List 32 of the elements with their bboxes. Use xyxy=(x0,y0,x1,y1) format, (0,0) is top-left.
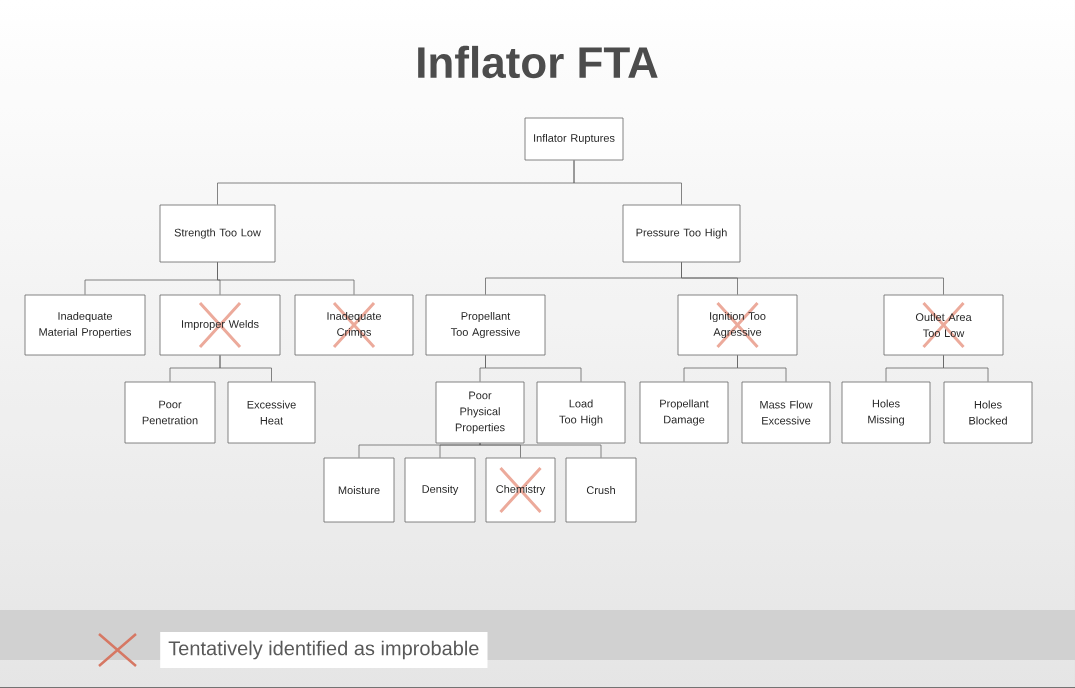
connector-line xyxy=(485,355,582,382)
fault-box: Mass Flow Excessive xyxy=(741,381,831,444)
fault-box: Crush xyxy=(565,457,637,523)
fault-box: Improper Welds xyxy=(159,294,281,356)
fault-box: Moisture xyxy=(323,457,395,523)
connector-line xyxy=(439,443,481,458)
fault-box: Inflator Ruptures xyxy=(524,117,624,161)
connector-line xyxy=(573,160,682,205)
connector-line xyxy=(737,355,787,382)
fault-box: Poor Physical Properties xyxy=(435,381,525,444)
fault-box: Propellant Damage xyxy=(639,381,729,444)
connector-line xyxy=(681,262,944,295)
fault-box: Density xyxy=(404,457,476,523)
fault-box: Pressure Too High xyxy=(622,204,741,263)
legend-text: Tentatively identified as improbable xyxy=(160,632,488,668)
fault-box: Load Too High xyxy=(536,381,626,444)
fault-box: Excessive Heat xyxy=(227,381,316,444)
connector-line xyxy=(217,262,355,295)
fault-box: Ignition Too Agressive xyxy=(677,294,798,356)
title: Inflator FTA xyxy=(418,45,658,79)
fault-box: Holes Missing xyxy=(841,381,931,444)
fault-box: Poor Penetration xyxy=(124,381,216,444)
fault-box: Inadequate Material Properties xyxy=(24,294,146,356)
fault-box: Chemistry xyxy=(485,457,556,523)
fault-box: Inadequate Crimps xyxy=(294,294,414,356)
connector-line xyxy=(479,443,602,458)
connector-line xyxy=(943,355,989,382)
fault-box: Holes Blocked xyxy=(943,381,1033,444)
fault-box: Outlet Area Too Low xyxy=(883,294,1004,356)
fault-box: Propellant Too Agressive xyxy=(425,294,546,356)
connector-line xyxy=(219,355,272,382)
fault-box: Strength Too Low xyxy=(159,204,276,263)
